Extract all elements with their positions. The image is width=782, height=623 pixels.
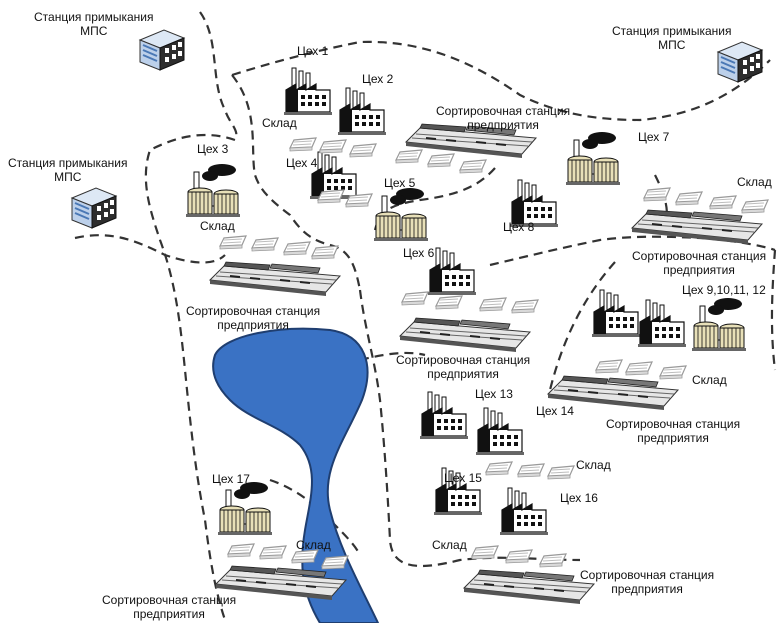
station-name: Станция примыкания: [8, 156, 128, 170]
factory-icon-w6: [427, 247, 477, 296]
station-code: МПС: [658, 38, 686, 52]
mps-station-icon-left: [71, 187, 117, 229]
refinery-icon-w9-tank: [691, 297, 747, 352]
factory-icon-w9-b: [637, 299, 687, 348]
workshop-label-7: Цех 7: [638, 130, 670, 144]
sorting-yard-icon-r2: [209, 261, 341, 297]
sorting-name: Сортировочная станция: [436, 104, 571, 118]
workshop-label-17: Цех 17: [212, 472, 250, 486]
inner-loop-top: [231, 74, 362, 291]
warehouse-label: Склад: [262, 116, 297, 130]
center-boundary: [358, 289, 581, 568]
lake: [212, 327, 380, 623]
refinery-icon-w3: [185, 163, 241, 218]
sorting-name: Сортировочная станция: [186, 304, 321, 318]
outer-boundary-left: [144, 11, 238, 621]
sorting-yard-icon-r7: [463, 569, 595, 605]
factory-icon-w2: [337, 87, 387, 136]
station3-link: [74, 234, 226, 264]
sorting-owner: предприятия: [637, 431, 709, 445]
workshop-label-1: Цех 1: [297, 44, 329, 58]
station-code: МПС: [80, 24, 108, 38]
sorting-owner: предприятия: [133, 607, 205, 621]
sorting-owner: предприятия: [217, 318, 289, 332]
top-loop: [231, 40, 771, 122]
warehouse-label: Склад: [692, 373, 727, 387]
sorting-owner: предприятия: [611, 582, 683, 596]
workshop-label-15: Цех 15: [444, 471, 482, 485]
sorting-name: Сортировочная станция: [606, 417, 741, 431]
warehouse-label: Склад: [432, 538, 467, 552]
workshop-label-9-12: Цех 9,10,11, 12: [682, 283, 766, 297]
workshop-label-5: Цех 5: [384, 176, 416, 190]
sorting-name: Сортировочная станция: [632, 249, 767, 263]
station-name: Станция примыкания: [612, 24, 732, 38]
factory-icon-w13: [419, 391, 469, 440]
refinery-icon-w17: [217, 481, 273, 536]
workshop-label-16: Цех 16: [560, 491, 598, 505]
lower-left-boundary: [269, 478, 361, 556]
warehouse-label: Склад: [200, 219, 235, 233]
right-edge-boundary: [770, 249, 777, 371]
middle-right-boundary: [489, 235, 776, 267]
workshop-label-2: Цех 2: [362, 72, 394, 86]
sorting-owner: предприятия: [663, 263, 735, 277]
sorting-owner: предприятия: [467, 118, 539, 132]
workshop-label-14: Цех 14: [536, 404, 574, 418]
sorting-yard-icon-r3: [399, 317, 531, 353]
right-lower-boundary: [548, 261, 616, 391]
factory-icon-w14: [475, 407, 525, 456]
sorting-name: Сортировочная станция: [102, 593, 237, 607]
factory-icon-w9-a: [591, 289, 641, 338]
workshop-label-6: Цех 6: [403, 246, 435, 260]
workshop-label-8: Цех 8: [503, 220, 535, 234]
sorting-owner: предприятия: [427, 367, 499, 381]
factory-icon-w1: [283, 67, 333, 116]
warehouse-label: Склад: [576, 458, 611, 472]
sorting-name: Сортировочная станция: [580, 568, 715, 582]
workshop-label-3: Цех 3: [197, 142, 229, 156]
station-name: Станция примыкания: [34, 10, 154, 24]
workshop-label-4: Цех 4: [286, 156, 318, 170]
warehouse-label: Склад: [737, 175, 772, 189]
refinery-icon-w5: [373, 187, 429, 242]
station-code: МПС: [54, 170, 82, 184]
factory-icon-w16: [499, 487, 549, 536]
refinery-icon-w7: [565, 131, 621, 186]
workshop-label-13: Цех 13: [475, 387, 513, 401]
sorting-name: Сортировочная станция: [396, 353, 531, 367]
warehouse-label: Склад: [296, 538, 331, 552]
